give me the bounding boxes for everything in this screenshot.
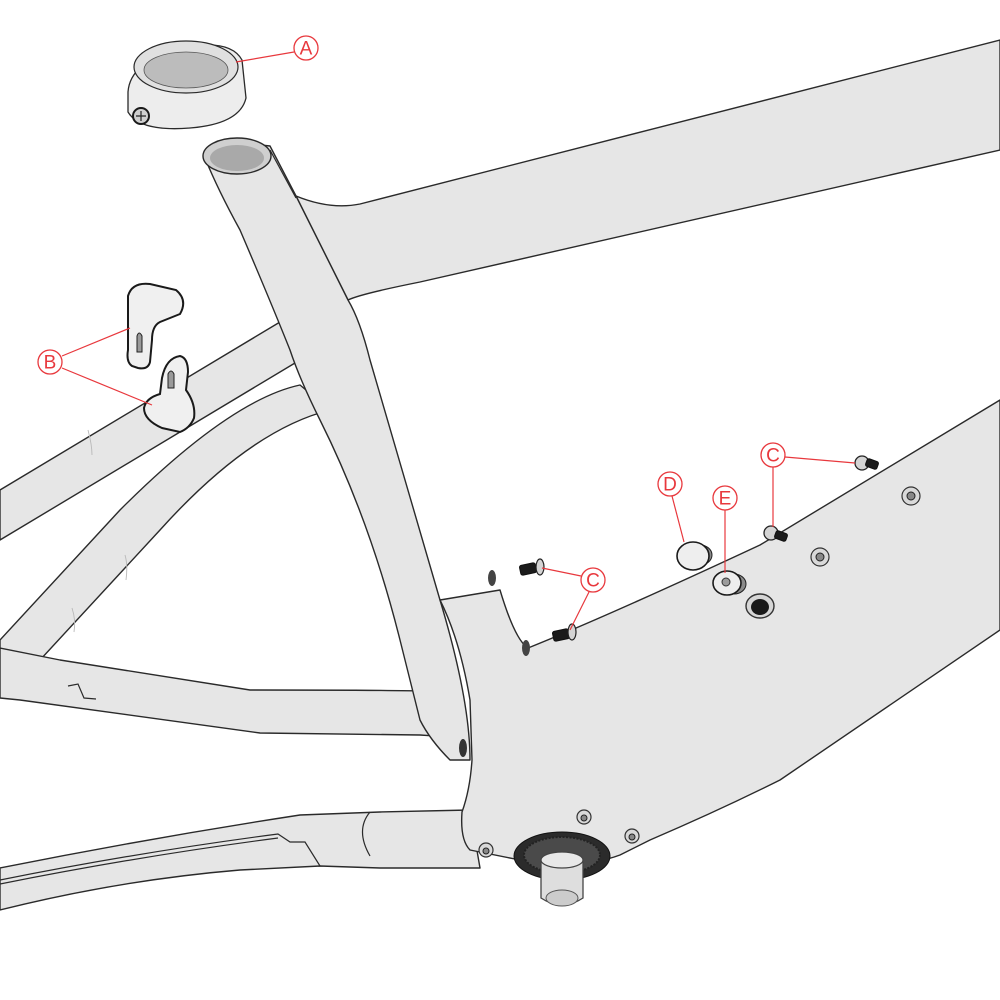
frame-port bbox=[522, 640, 530, 656]
chainstay-upper bbox=[0, 647, 467, 741]
callout-label-b: B bbox=[44, 353, 57, 374]
callout-d: D bbox=[657, 471, 685, 543]
frame-port bbox=[488, 570, 496, 586]
bike-frame bbox=[0, 39, 1000, 911]
bottle-mount-hole bbox=[810, 547, 830, 567]
cable-guide-clip-lower bbox=[142, 354, 196, 434]
callout-e: E bbox=[712, 485, 738, 573]
bottom-bracket-spindle bbox=[513, 831, 611, 907]
callout-label-e: E bbox=[719, 489, 732, 510]
callout-c-down-tube: C bbox=[760, 442, 856, 527]
top-tube bbox=[295, 39, 1000, 301]
callout-label-c: C bbox=[586, 571, 600, 592]
bolt-part-c bbox=[519, 558, 545, 576]
callout-label-c: C bbox=[766, 446, 780, 467]
seat-tube bbox=[204, 143, 471, 761]
callout-b: B bbox=[37, 327, 153, 406]
cable-guide-clip-upper bbox=[126, 282, 185, 370]
callout-label-a: A bbox=[300, 39, 313, 60]
bolt-part-c bbox=[854, 455, 879, 471]
callout-c-seat-tube: C bbox=[541, 567, 606, 631]
callout-label-d: D bbox=[663, 475, 677, 496]
frame-port bbox=[459, 739, 467, 757]
bb-bolt bbox=[624, 828, 640, 844]
down-tube bbox=[439, 399, 1000, 865]
chainstay-lower bbox=[0, 809, 481, 911]
bolt-part-c bbox=[763, 525, 788, 542]
bb-bolt bbox=[576, 809, 592, 825]
bottle-mount-hole bbox=[901, 486, 921, 506]
callout-a: A bbox=[235, 35, 319, 63]
grommet-part-e bbox=[712, 570, 747, 596]
bb-bolt bbox=[478, 842, 494, 858]
bolt-part-c bbox=[552, 623, 577, 642]
cable-port bbox=[745, 593, 775, 619]
seat-clamp-part bbox=[127, 40, 247, 130]
rubber-plug-part-d bbox=[676, 541, 713, 571]
